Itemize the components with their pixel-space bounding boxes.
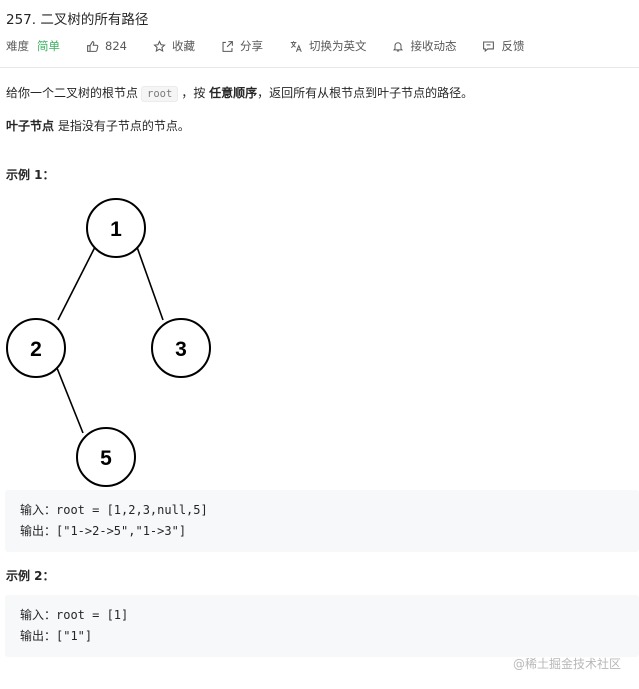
tree-node-3: 3 xyxy=(151,318,211,378)
desc-text: 给你一个二叉树的根节点 xyxy=(6,86,139,100)
difficulty-label: 难度 xyxy=(6,39,29,53)
example-2-output: 输出：["1"] xyxy=(20,629,93,643)
switch-language-label: 切换为英文 xyxy=(308,39,367,53)
example-2-input: 输入：root = [1] xyxy=(20,608,129,622)
example-1-output: 输出：["1->2->5","1->3"] xyxy=(20,524,187,538)
example-2-code-block: 输入：root = [1] 输出：["1"] xyxy=(5,595,639,657)
watermark: @稀土掘金技术社区 xyxy=(512,657,621,671)
tree-node-label: 2 xyxy=(30,338,42,361)
tree-edge-1-3 xyxy=(136,246,164,321)
desc-text: ，返回所有从根节点到叶子节点的路径。 xyxy=(257,86,474,100)
tree-edge-1-2 xyxy=(57,246,96,321)
tree-node-label: 3 xyxy=(175,338,187,361)
tree-node-5: 5 xyxy=(76,427,136,487)
leaf-definition-paragraph: 叶子节点 是指没有子节点的节点。 xyxy=(6,117,190,134)
translate-icon xyxy=(290,40,302,52)
feedback-label: 反馈 xyxy=(501,39,525,53)
example-1-code-block: 输入：root = [1,2,3,null,5] 输出：["1->2->5","… xyxy=(5,490,639,552)
bell-icon xyxy=(393,41,404,51)
feedback-button[interactable]: 反馈 xyxy=(482,38,524,54)
like-count: 824 xyxy=(105,39,127,53)
desc-bold-leaf-node: 叶子节点 xyxy=(6,119,55,133)
share-button[interactable]: 分享 xyxy=(221,38,263,54)
tree-node-label: 5 xyxy=(100,447,112,470)
example-2-heading: 示例 2： xyxy=(6,569,55,583)
notify-button[interactable]: 接收动态 xyxy=(392,38,456,54)
header-divider xyxy=(0,67,639,68)
switch-language-button[interactable]: 切换为英文 xyxy=(289,38,367,54)
star-icon xyxy=(153,39,166,52)
thumbs-up-icon xyxy=(87,40,99,52)
difficulty-badge: 简单 xyxy=(37,39,60,53)
desc-text: 是指没有子节点的节点。 xyxy=(57,119,190,133)
example-1-input: 输入：root = [1,2,3,null,5] xyxy=(20,503,208,517)
tree-edge-2-5 xyxy=(56,367,84,434)
tree-node-2: 2 xyxy=(6,318,66,378)
like-button[interactable]: 824 xyxy=(86,39,127,53)
problem-title: 257. 二叉树的所有路径 xyxy=(6,12,149,28)
example-1-heading: 示例 1： xyxy=(6,168,55,182)
problem-meta-bar: 难度 简单 824 收藏 分享 切换为英文 接收动态 反馈 xyxy=(6,38,550,54)
share-label: 分享 xyxy=(239,39,263,53)
desc-text: ，按 xyxy=(181,86,206,100)
favorite-label: 收藏 xyxy=(171,39,195,53)
inline-code-root: root xyxy=(141,86,179,102)
favorite-button[interactable]: 收藏 xyxy=(153,38,195,54)
tree-node-1: 1 xyxy=(86,198,146,258)
share-icon xyxy=(222,40,233,52)
notify-label: 接收动态 xyxy=(410,39,457,53)
tree-node-label: 1 xyxy=(110,218,122,241)
example-1-tree-diagram: 1 2 3 5 xyxy=(6,198,211,487)
feedback-icon xyxy=(483,41,495,52)
desc-bold-any-order: 任意顺序 xyxy=(209,86,258,100)
